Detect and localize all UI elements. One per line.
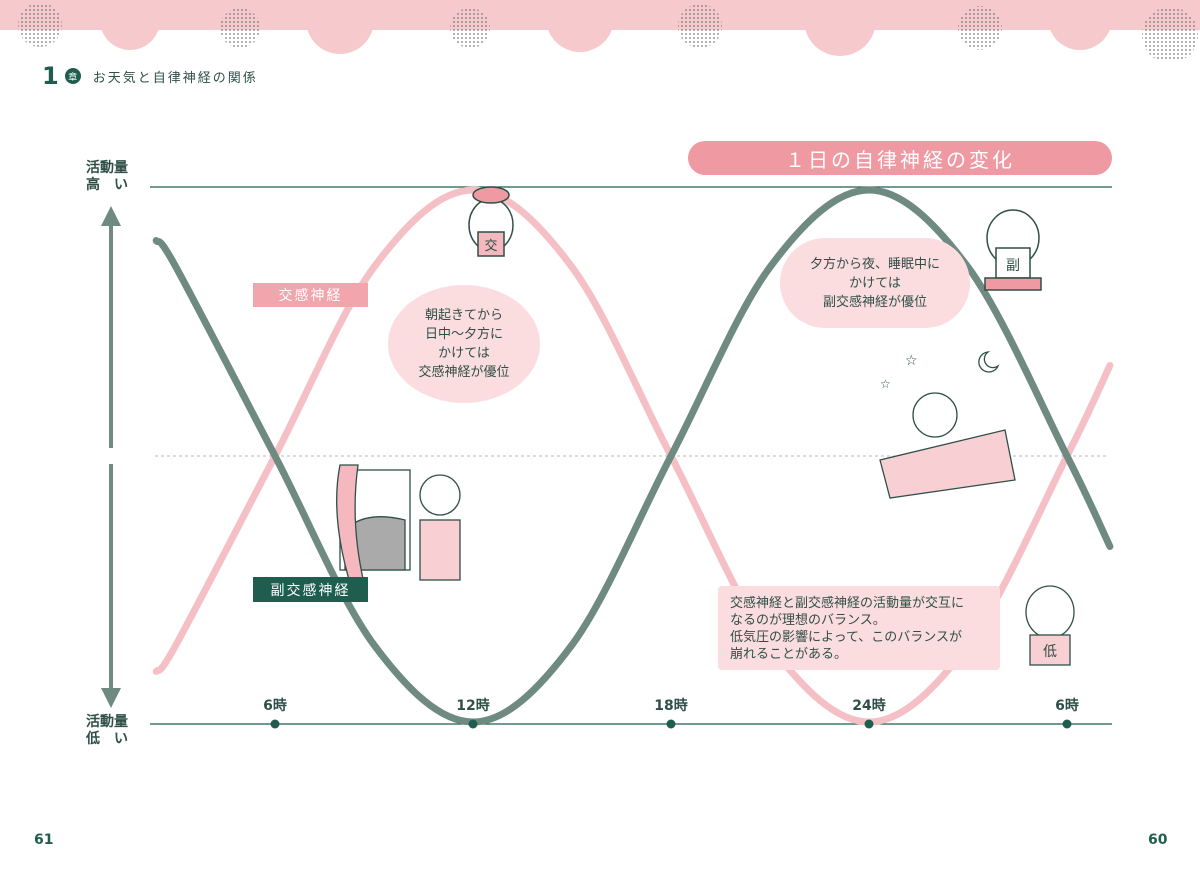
x-tick-label: 6時 xyxy=(263,697,287,714)
bubble-line: 副交感神経が優位 xyxy=(822,294,927,310)
note-line: なるのが理想のバランス。 xyxy=(730,613,886,628)
y-label-low-1: 活動量 xyxy=(86,714,128,730)
sympathetic-tag: 交感神経 xyxy=(253,283,368,307)
chapter-badge: 章 xyxy=(64,68,81,84)
low-pressure-character-label: 低 xyxy=(1043,644,1057,660)
chapter-number: 1 xyxy=(42,62,59,90)
page-number-right: 60 xyxy=(1148,832,1168,848)
y-label-high-2: 高 い xyxy=(86,177,128,193)
x-tick-dot xyxy=(270,719,280,729)
svg-text:☆: ☆ xyxy=(905,353,918,369)
chapter-header: 1 章 お天気と自律神経の関係 xyxy=(42,62,258,90)
sympathetic-character-label: 交 xyxy=(484,238,497,254)
parasympathetic-character-illustration: 副 xyxy=(984,209,1042,291)
speech-bubble-day: 朝起きてから 日中〜夕方に かけては 交感神経が優位 xyxy=(388,285,540,403)
note-line: 崩れることがある。 xyxy=(730,647,848,662)
page-number-left: 61 xyxy=(34,832,54,848)
sympathetic-character-illustration: 交 xyxy=(468,186,514,257)
x-tick-dot xyxy=(468,719,478,729)
parasympathetic-tag: 副交感神経 xyxy=(253,577,368,602)
waking-woman-illustration xyxy=(336,464,461,584)
x-tick-label: 24時 xyxy=(852,697,885,714)
bubble-line: かけては xyxy=(438,346,490,361)
bubble-line: 夕方から夜、睡眠中に xyxy=(809,256,940,272)
y-label-high: 活動量 高 い xyxy=(86,160,128,194)
scalloped-top-border xyxy=(0,0,1200,60)
svg-text:☆: ☆ xyxy=(880,377,891,391)
bubble-line: 日中〜夕方に xyxy=(424,327,503,342)
balance-note: 交感神経と副交感神経の活動量が交互に なるのが理想のバランス。 低気圧の影響によ… xyxy=(718,586,1000,670)
chapter-title: お天気と自律神経の関係 xyxy=(92,70,258,86)
diagram-title: １日の自律神経の変化 xyxy=(688,141,1112,175)
x-tick-dot xyxy=(666,719,676,729)
low-pressure-character-illustration: 低 xyxy=(1025,585,1075,666)
parasympathetic-character-label: 副 xyxy=(1006,258,1020,274)
x-tick-dot xyxy=(1062,719,1072,729)
speech-bubble-night: 夕方から夜、睡眠中に かけては 副交感神経が優位 xyxy=(780,238,970,328)
x-tick-label: 6時 xyxy=(1055,697,1079,714)
bubble-line: 交感神経が優位 xyxy=(418,365,510,380)
note-line: 低気圧の影響によって、このバランスが xyxy=(730,630,963,645)
x-tick-label: 18時 xyxy=(654,697,687,714)
y-label-low-2: 低 い xyxy=(86,731,128,747)
note-line: 交感神経と副交感神経の活動量が交互に xyxy=(730,596,965,611)
sleeping-woman-illustration: ☆ ☆ xyxy=(879,351,1016,499)
parasympathetic-curve xyxy=(152,186,1114,726)
bubble-line: かけては xyxy=(849,275,901,291)
x-tick-label: 12時 xyxy=(456,697,489,714)
y-label-high-1: 活動量 xyxy=(86,160,128,176)
x-tick-dot xyxy=(864,719,874,729)
bubble-line: 朝起きてから xyxy=(424,308,503,323)
y-axis-arrow xyxy=(101,206,121,708)
y-label-low: 活動量 低 い xyxy=(86,714,128,748)
